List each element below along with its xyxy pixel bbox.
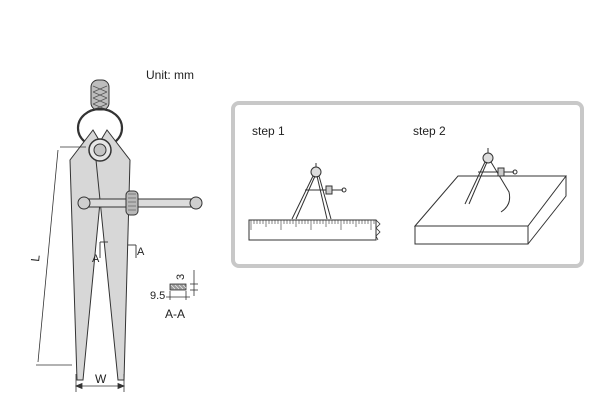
width-label: W xyxy=(95,372,107,386)
step1-illustration xyxy=(248,163,381,241)
spring-caliper xyxy=(69,79,203,381)
section-marker-left: A xyxy=(92,253,100,265)
block xyxy=(413,175,568,245)
ruler xyxy=(248,219,377,241)
ruler-ticks xyxy=(250,220,375,230)
thickness-label: 3 xyxy=(175,274,187,280)
section-title: A-A xyxy=(165,307,185,321)
step1-label: step 1 xyxy=(252,124,285,138)
length-dimension xyxy=(36,146,86,366)
cross-section xyxy=(166,270,198,300)
length-label: L xyxy=(28,254,43,262)
leg-width-label: 9.5 xyxy=(150,290,165,302)
section-marker-right: A xyxy=(137,246,145,258)
step2-label: step 2 xyxy=(413,124,446,138)
section-markers xyxy=(99,241,137,258)
unit-label: Unit: mm xyxy=(146,68,194,82)
adjusting-screw xyxy=(77,190,203,216)
step2-illustration xyxy=(413,148,568,245)
knurled-handle xyxy=(90,79,110,111)
width-dimension xyxy=(74,374,126,392)
